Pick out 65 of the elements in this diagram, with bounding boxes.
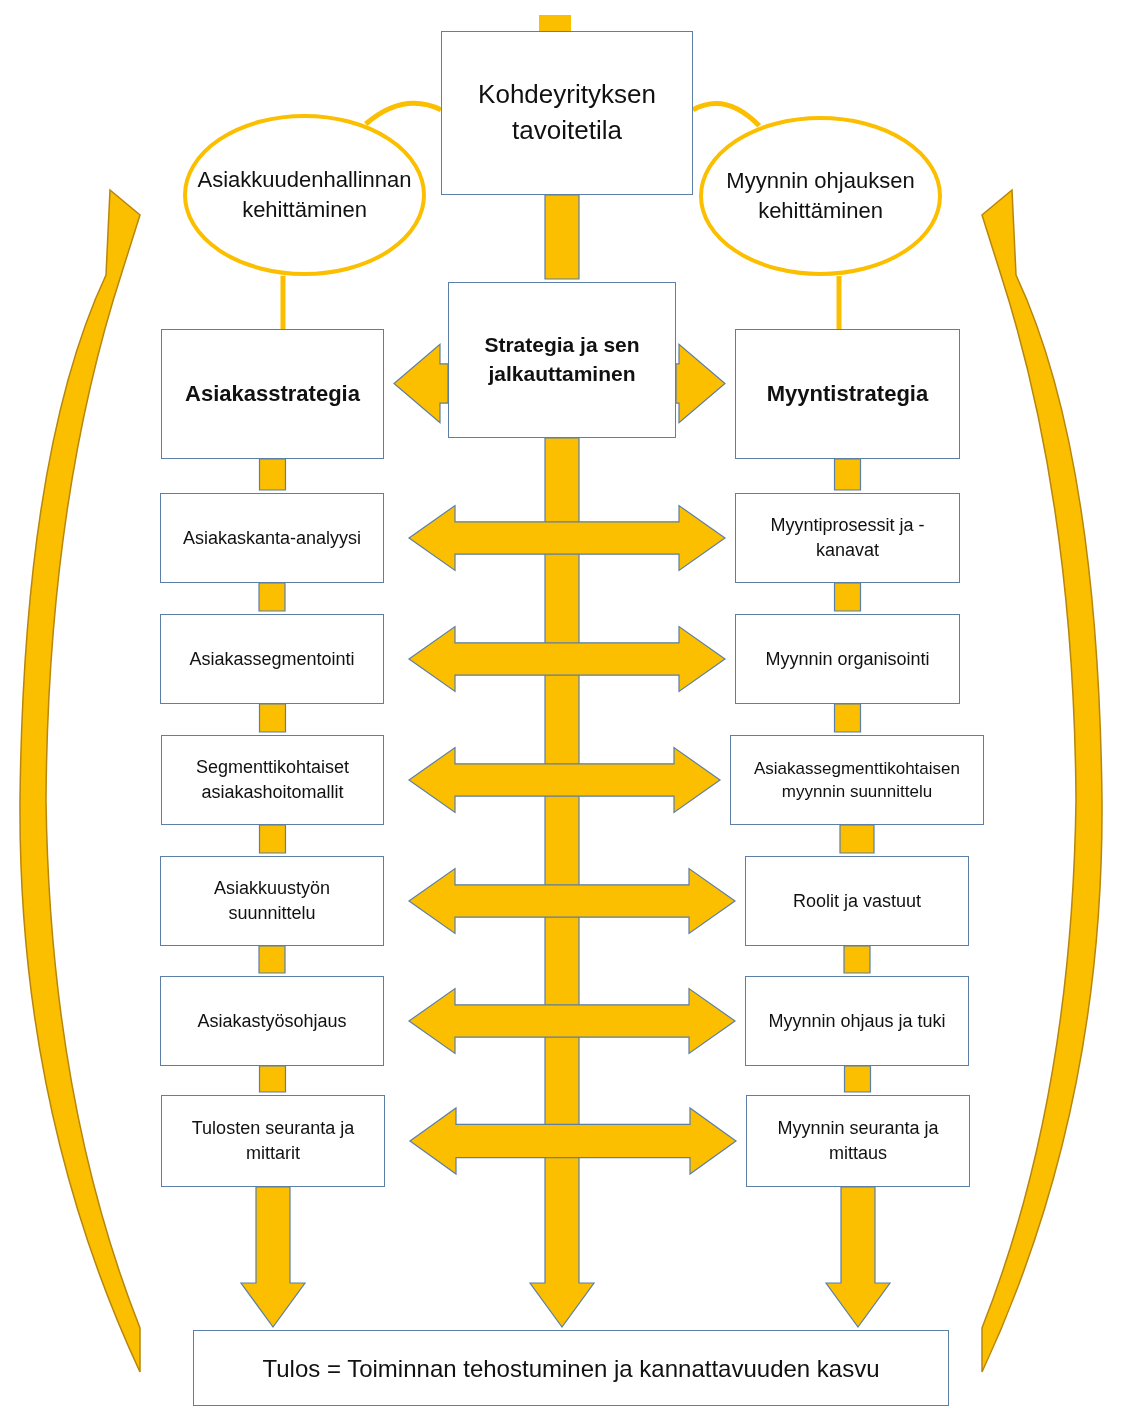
block-arrow [258,703,287,733]
process-box [745,976,969,1066]
node-label: Myynnin organisointi [765,647,930,671]
connector-line [364,100,442,126]
block-arrow [544,194,580,280]
process-box [161,735,384,825]
process-box [730,735,984,825]
process-box [448,282,676,438]
node-label: Asiakastyösohjaus [197,1009,347,1033]
node-label: Asiakaskanta-analyysi [182,526,362,550]
node-label: Strategia ja sen jalkauttaminen [483,332,641,387]
block-arrow [407,746,722,814]
connector-line [836,276,842,329]
node-label: Myyntiprosessit ja -kanavat [769,514,926,562]
process-box [160,856,384,946]
block-arrow [833,582,862,612]
block-arrow [833,458,862,491]
connector-line [280,275,286,329]
node-label: Kohdeyrityksen tavoitetila [477,78,657,147]
block-arrow [407,504,727,572]
node-label: Myynnin ohjauksen kehittäminen [725,166,916,225]
node-label: Segmenttikohtaiset asiakashoitomallit [194,756,351,804]
block-arrow [407,625,727,693]
process-box [735,329,960,459]
block-arrow [824,1186,892,1329]
process-box [161,329,384,459]
process-box [441,31,693,195]
block-arrow [407,987,737,1055]
block-arrow [407,867,737,935]
process-box [160,493,384,583]
goal-ellipse [182,113,427,277]
process-box [193,1330,949,1406]
block-arrow [258,458,287,491]
node-label: Roolit ja vastuut [792,889,922,913]
block-arrow [258,945,286,974]
node-label: Asiakkuustyön suunnittelu [212,877,332,925]
block-arrow [843,945,871,974]
process-box [160,976,384,1066]
node-label: Tulos = Toiminnan tehostuminen ja kannattavuuden kasvu [262,1353,880,1384]
block-arrow [239,1186,307,1329]
node-label: Myynnin ohjaus ja tuki [768,1009,946,1033]
node-label: Myynnin seuranta ja mittaus [776,1117,940,1165]
node-label: Myyntistrategia [766,379,929,408]
node-label: Asiakasstrategia [185,379,360,408]
process-box [746,1095,970,1187]
block-arrow [258,824,287,854]
process-box [745,856,969,946]
block-arrow [843,1065,872,1093]
node-label: Asiakkuudenhallinnan kehittäminen [196,165,413,224]
node-label: Asiakassegmentointi [189,647,355,671]
process-box [161,1095,385,1187]
block-arrow [408,1106,738,1176]
block-arrow [258,1065,287,1093]
goal-ellipse [698,115,943,277]
process-box [735,614,960,704]
process-box [735,493,960,583]
node-label: Tulosten seuranta ja mittarit [190,1117,356,1165]
block-arrow [393,343,449,424]
connector-line [691,101,761,128]
node-label: Asiakassegmenttikohtaisen myynnin suunnittelu [753,757,961,803]
process-box [160,614,384,704]
block-arrow [833,703,862,733]
block-arrow [675,343,726,424]
block-arrow [258,582,286,612]
block-arrow [839,824,875,854]
